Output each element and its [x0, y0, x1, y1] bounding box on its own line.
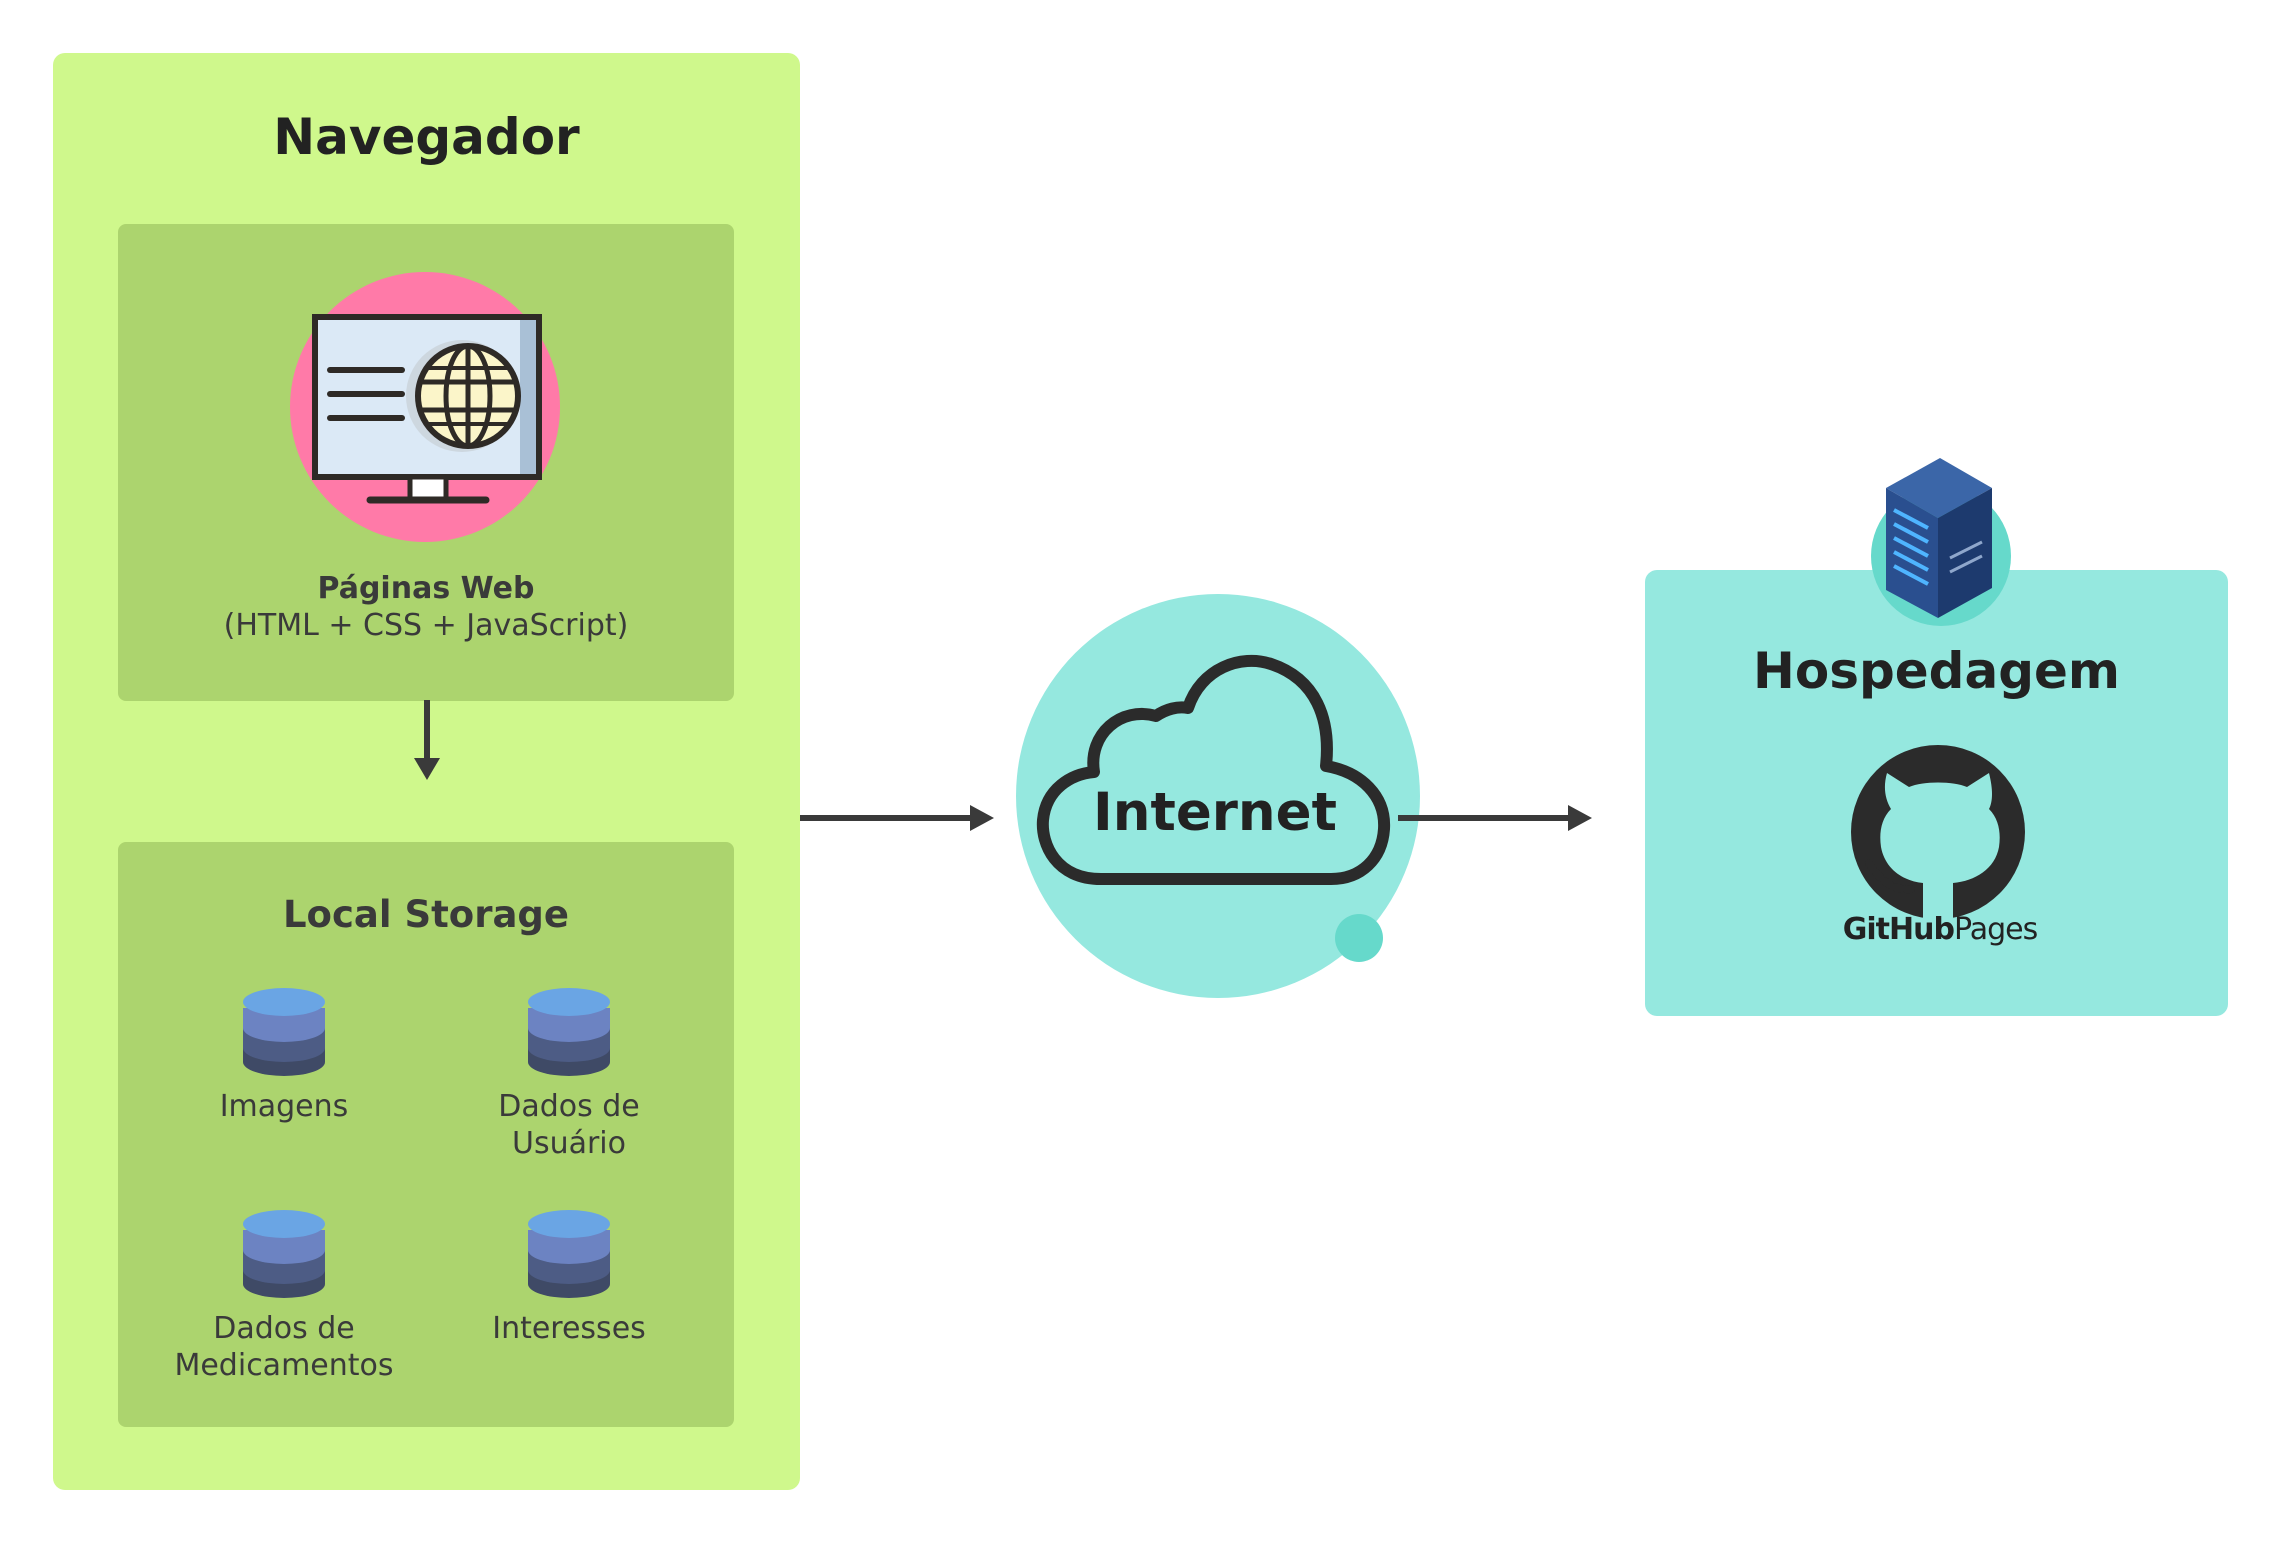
storage-item-line1: Imagens	[219, 1089, 349, 1124]
database-icon	[243, 988, 325, 1076]
local-storage-title: Local Storage	[282, 893, 569, 936]
web-pages-title: Páginas Web	[317, 571, 535, 606]
github-octocat-icon	[1851, 745, 2025, 921]
server-icon	[1871, 458, 2011, 626]
hospedagem-title: Hospedagem	[1753, 642, 2120, 700]
cloud-icon	[1016, 594, 1420, 998]
storage-item-interesses: Interesses	[439, 1310, 699, 1347]
storage-item-dados-medicamentos: Dados de Medicamentos	[154, 1310, 414, 1384]
internet-label: Internet	[1093, 782, 1337, 843]
github-pages-wordmark: GitHubPages	[1820, 912, 2060, 947]
arrow-to-internet	[800, 805, 994, 831]
database-icon	[243, 1210, 325, 1298]
down-arrow-icon	[414, 700, 440, 780]
web-pages-label: Páginas Web (HTML + CSS + JavaScript)	[118, 570, 734, 644]
database-icon	[528, 988, 610, 1076]
storage-item-line2: Medicamentos	[174, 1348, 394, 1383]
arrow-to-hospedagem	[1398, 805, 1592, 831]
storage-item-line1: Dados de	[498, 1089, 640, 1124]
storage-item-dados-usuario: Dados de Usuário	[439, 1088, 699, 1162]
storage-item-line2: Usuário	[511, 1126, 626, 1161]
web-pages-subtitle: (HTML + CSS + JavaScript)	[223, 608, 629, 643]
storage-item-imagens: Imagens	[154, 1088, 414, 1125]
storage-item-line1: Dados de	[213, 1311, 355, 1346]
local-storage-box	[118, 842, 734, 1427]
monitor-globe-icon	[290, 272, 560, 542]
pages-wordmark: Pages	[1953, 912, 2038, 947]
navegador-title: Navegador	[273, 108, 580, 166]
database-icon	[528, 1210, 610, 1298]
storage-item-line1: Interesses	[492, 1311, 646, 1346]
github-wordmark: GitHub	[1842, 912, 1955, 947]
